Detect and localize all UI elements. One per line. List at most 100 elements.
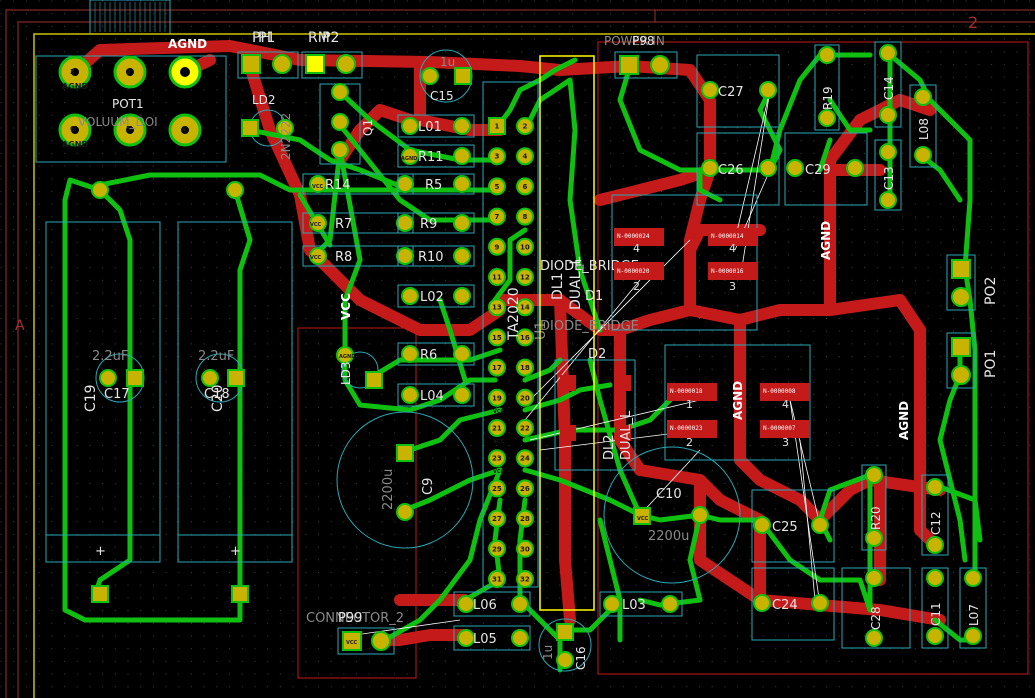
u1-pin-number: 30 — [520, 545, 530, 553]
c27-capacitor[interactable]: C27 — [696, 54, 780, 128]
r7-resistor[interactable]: R7 — [302, 212, 414, 234]
u1-pin-number: 24 — [520, 455, 530, 463]
po2-connector[interactable]: PO2 — [946, 254, 999, 311]
l05-inductor[interactable]: L05 — [453, 625, 531, 651]
l07-inductor[interactable]: L07 — [959, 567, 987, 649]
u1-pin-number: 32 — [520, 576, 530, 584]
c28-capacitor[interactable]: C28 — [841, 567, 911, 649]
u1-pin-pad[interactable] — [516, 298, 534, 317]
r6-ref: R6 — [420, 348, 437, 363]
c18-capacitor[interactable]: 2.2uF C18 — [195, 349, 245, 403]
d1-pad-net-4: N-0000016 — [711, 268, 744, 275]
l01-inductor[interactable]: L01 — [397, 114, 475, 138]
p99-connector[interactable]: CONNECTOR_2 P99 — [306, 611, 404, 655]
u1-pin-pad[interactable] — [488, 539, 506, 558]
ld3-led[interactable]: LD3 — [336, 346, 383, 389]
u1-pin-pad[interactable] — [516, 328, 534, 347]
u1-pin-pad[interactable] — [488, 388, 506, 407]
u1-pin-pad[interactable] — [516, 539, 534, 558]
l03-inductor[interactable]: L03 — [599, 591, 683, 617]
c24-capacitor[interactable]: C24 — [751, 567, 835, 641]
c16-capacitor[interactable]: 1u C16 — [538, 618, 592, 672]
c10-capacitor[interactable]: C10 2200u — [603, 446, 741, 584]
u1-pin-pad[interactable] — [488, 298, 506, 317]
p1-connector[interactable]: PH P1 — [237, 30, 299, 79]
c13-capacitor[interactable]: C13 — [874, 139, 902, 211]
dl2-dual-inductor[interactable]: DL2 DUAL_L — [554, 359, 636, 471]
u1-pin-pad[interactable] — [516, 570, 534, 588]
agnd-pad-label-r11: AGND — [401, 156, 417, 162]
r11-resistor[interactable]: R11 — [397, 144, 475, 168]
d2-diode-bridge[interactable]: DIODE_BRIDGE D2 N-0000018 N-0000023 N-00… — [540, 319, 811, 461]
r5-resistor[interactable]: R5 — [397, 173, 475, 195]
u1-pin-pad[interactable] — [488, 449, 506, 468]
agnd-net-label-mid: AGND — [731, 381, 745, 420]
u1-pin-pad[interactable] — [488, 268, 506, 286]
r14-resistor[interactable]: R14 — [302, 173, 414, 195]
q1-transistor[interactable]: 2N2222 Q1 — [279, 83, 375, 165]
po1-connector[interactable]: PO1 — [946, 332, 999, 389]
u1-pin-pad[interactable] — [488, 509, 506, 528]
p98-power-connector[interactable]: POWER IN P98 — [604, 34, 678, 79]
c29-ref: C29 — [805, 163, 831, 178]
c16-ref: C16 — [574, 646, 588, 670]
u1-pin-pad[interactable] — [516, 117, 534, 135]
u1-pin-pad[interactable] — [516, 358, 534, 377]
c9-capacitor[interactable]: 2200u C9 — [336, 411, 474, 549]
u1-pin-pad[interactable] — [516, 207, 534, 226]
u1-pin-pad[interactable] — [516, 177, 534, 196]
p98-value: POWER IN — [604, 34, 665, 48]
u1-pin-pad[interactable] — [488, 237, 506, 256]
r19-resistor[interactable]: R19 — [814, 44, 840, 131]
c12-capacitor[interactable]: C12 — [921, 474, 949, 556]
r20-resistor[interactable]: R20 — [861, 464, 887, 551]
u1-pin-pad[interactable] — [516, 509, 534, 528]
d2-pad-net-3: N-0000008 — [763, 388, 796, 395]
d2-pad-net-2: N-0000023 — [670, 425, 703, 432]
r8-resistor[interactable]: R8 — [302, 245, 414, 267]
u1-pin-pad[interactable] — [488, 419, 506, 437]
p99-value: CONNECTOR_2 — [306, 611, 404, 626]
r10-resistor[interactable]: R10 — [397, 245, 475, 267]
r9-resistor[interactable]: R9 — [397, 212, 475, 234]
r6-resistor[interactable]: R6 — [397, 342, 475, 366]
u1-pin-pad[interactable] — [516, 237, 534, 256]
c19-capacitor-body[interactable]: + C19 — [45, 181, 161, 603]
d1-diode-bridge[interactable]: DIODE_BRIDGE D1 N-0000024 N-0000020 N-00… — [540, 194, 758, 331]
c20-capacitor-body[interactable]: + C20 — [177, 181, 293, 603]
ld2-led[interactable]: LD2 — [241, 93, 294, 147]
l06-inductor[interactable]: L06 — [453, 591, 531, 617]
u1-pin-pad[interactable] — [488, 147, 506, 166]
c11-capacitor[interactable]: C11 — [921, 567, 949, 649]
c26-capacitor[interactable]: C26 — [696, 132, 780, 206]
u1-pin-pad[interactable] — [488, 177, 506, 196]
u1-pin-pad[interactable] — [516, 388, 534, 407]
dl1-dual-inductor[interactable]: DL1 DUAL_L — [539, 55, 595, 611]
l02-inductor[interactable]: L02 — [397, 284, 475, 308]
u1-pin-pad[interactable] — [516, 147, 534, 166]
u1-pin-pad[interactable] — [488, 328, 506, 347]
u1-pin-pad[interactable] — [516, 419, 534, 437]
l08-inductor[interactable]: L08 — [909, 84, 937, 168]
u1-pin-pad[interactable] — [516, 268, 534, 286]
pot1-pad-6-net: AGND — [62, 140, 88, 149]
p2-connector[interactable]: RM P2 — [301, 30, 363, 79]
c15-capacitor[interactable]: 1u C15 — [419, 49, 473, 103]
c25-capacitor[interactable]: C25 — [751, 489, 835, 563]
l04-inductor[interactable]: L04 — [397, 383, 475, 407]
u1-pin-pad[interactable] — [516, 449, 534, 468]
u1-pin-pad[interactable] — [516, 479, 534, 498]
agnd-net-label-right-1: AGND — [819, 221, 833, 260]
c29-capacitor[interactable]: C29 — [784, 132, 868, 206]
u1-pin-pad[interactable] — [488, 358, 506, 377]
u1-pin-pad[interactable] — [488, 207, 506, 226]
u1-pin-pad[interactable] — [488, 479, 506, 498]
u1-pin-pad[interactable] — [488, 570, 506, 588]
pot1-footprint[interactable]: 3 2 6 5 4 AGND AGND POT1 VOLUUM_DOI AGND — [35, 37, 227, 163]
u1-pin-pad[interactable] — [488, 117, 506, 135]
c17-capacitor[interactable]: 2.2uF C17 — [92, 349, 145, 403]
c14-capacitor[interactable]: C14 — [874, 41, 902, 128]
u1-ref: U1 — [533, 321, 549, 340]
